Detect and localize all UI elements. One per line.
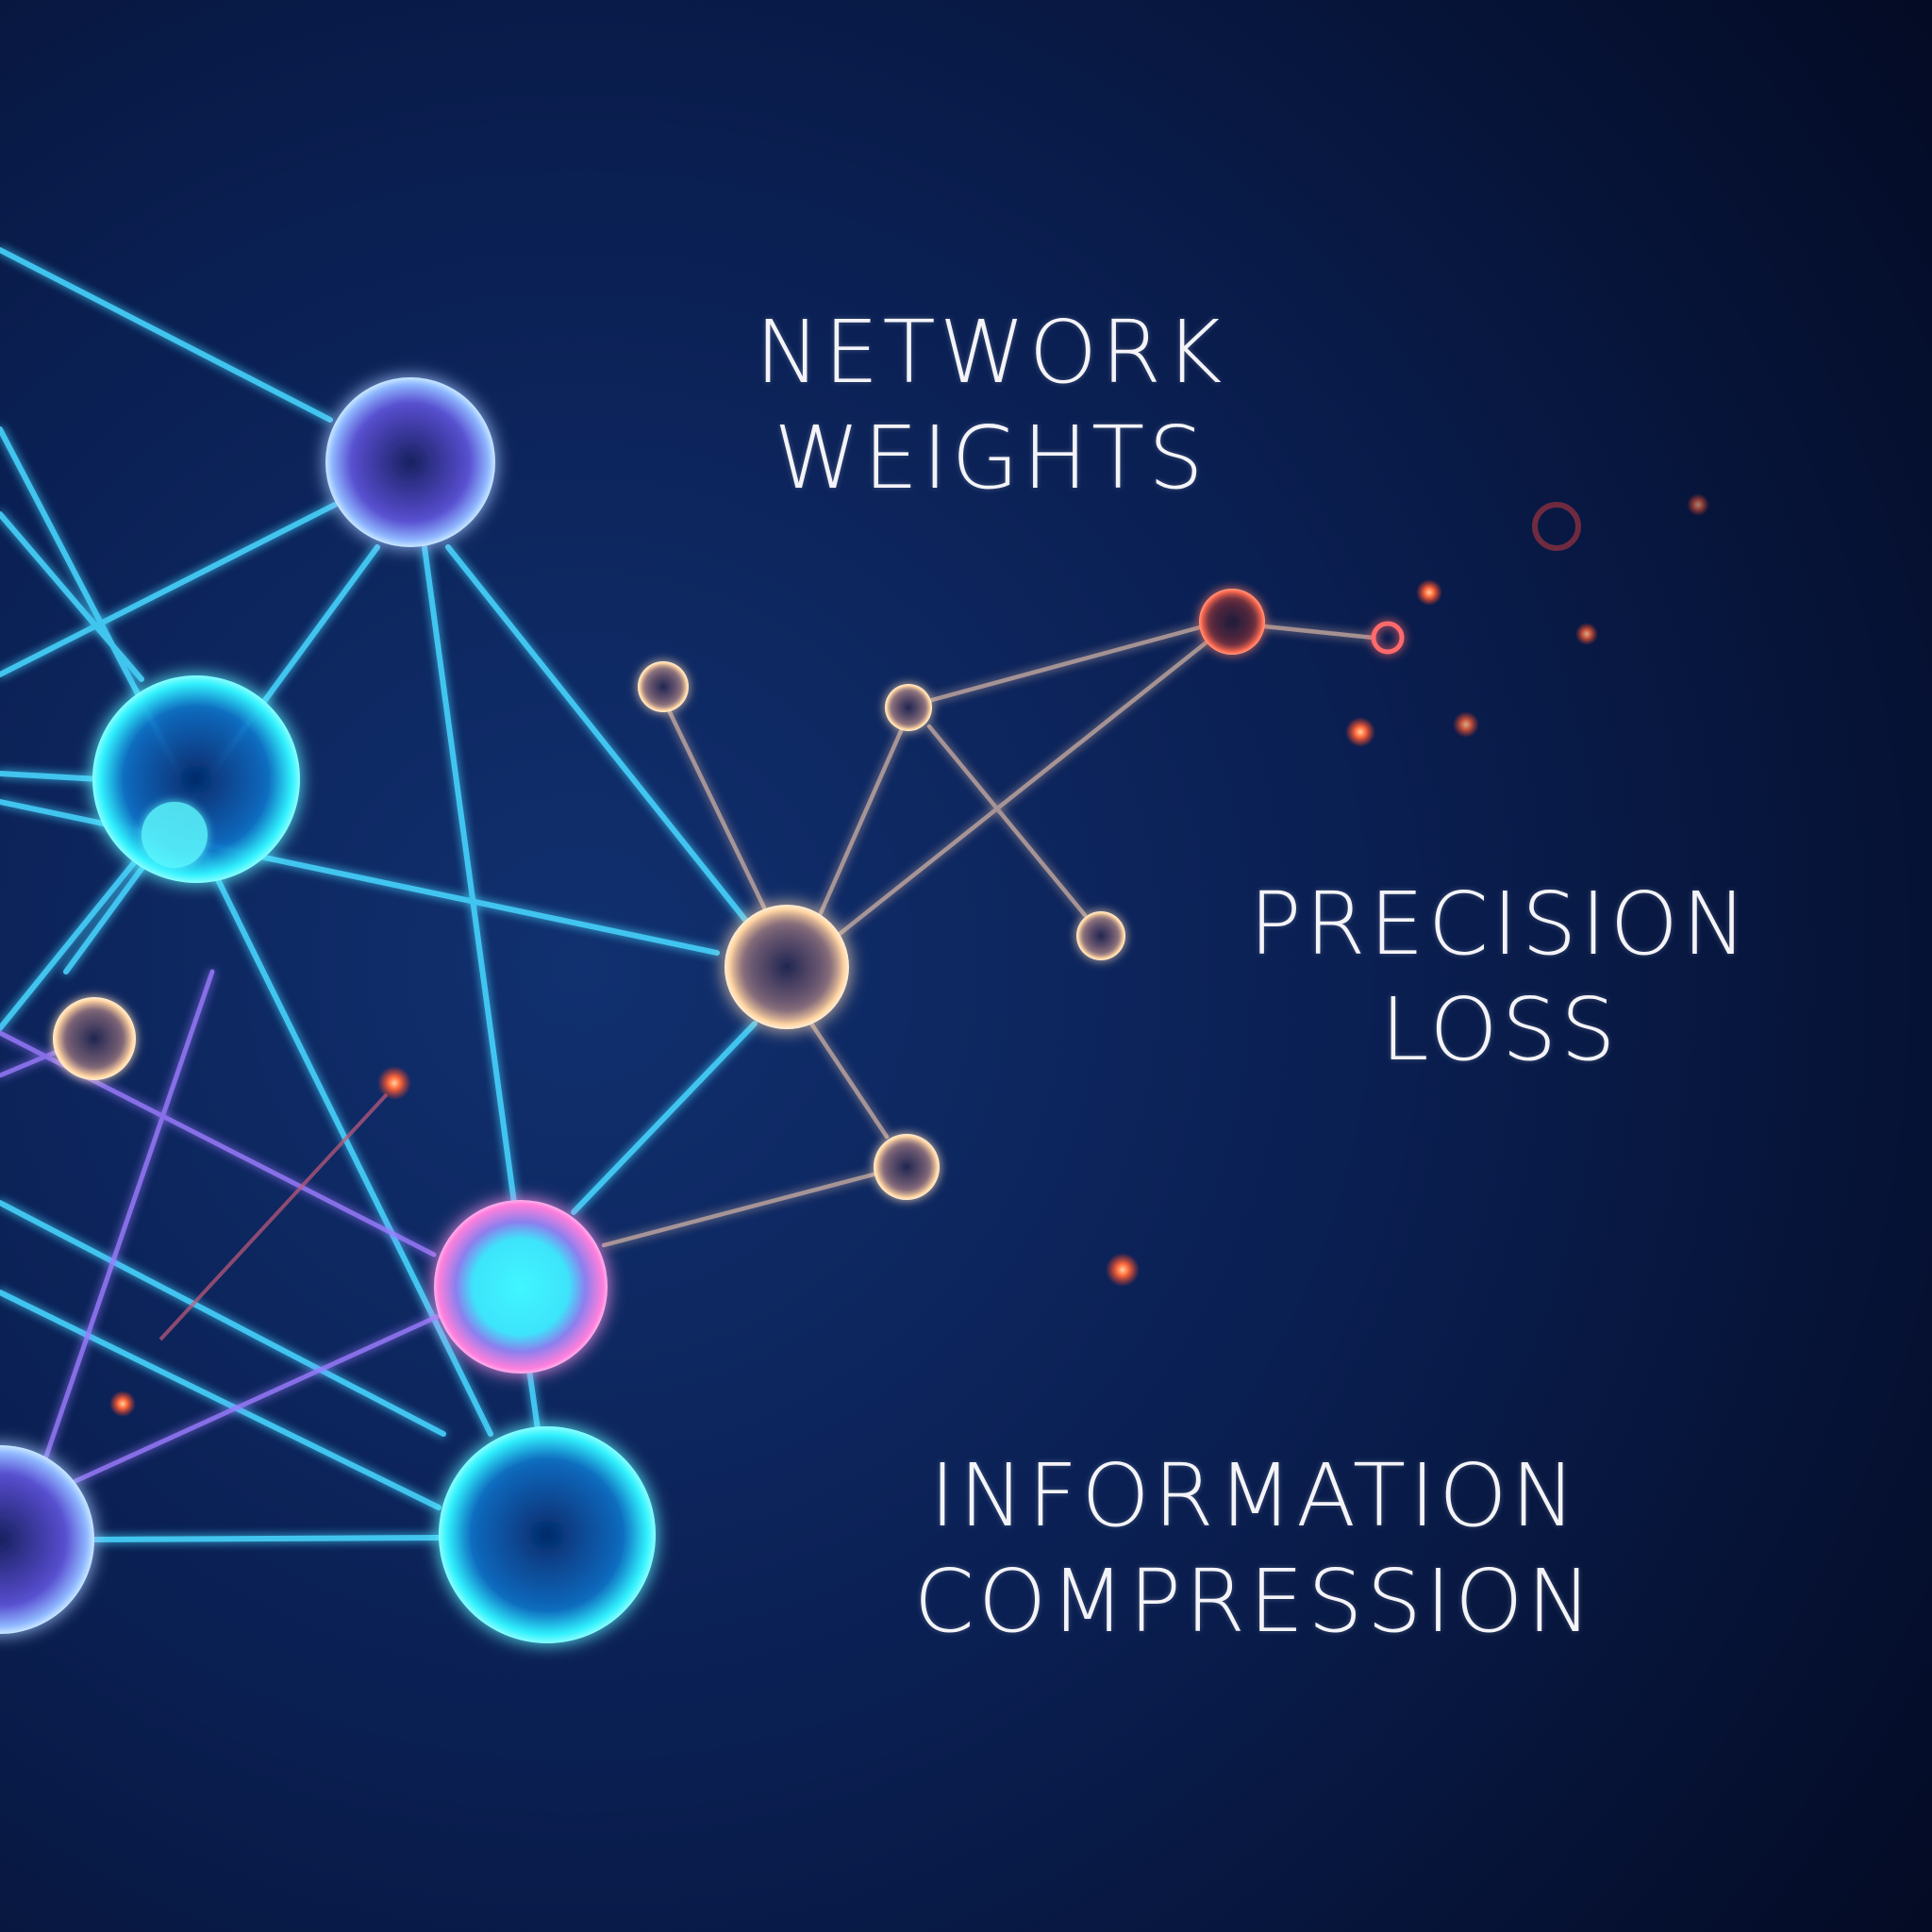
red-links [158,1092,389,1341]
node-amber-c [1076,911,1125,960]
node-amber-hub [724,905,849,1029]
node-red-ring [1371,621,1405,655]
label-information-compression: INFORMATION COMPRESSION [877,1443,1632,1655]
particle [1106,1253,1140,1287]
particle [109,1391,136,1417]
label-precision-loss: PRECISION LOSS [1217,872,1783,1083]
node-red-big [1199,589,1265,655]
node-amber-e [53,997,136,1080]
cyan-links [0,247,758,1542]
node-amber-a [638,661,689,712]
violet-links [0,969,441,1484]
node-violet-top [325,377,495,547]
label-precision-loss-line1: PRECISION [1249,874,1751,974]
large-nodes [0,377,849,1643]
node-pink-core [434,1200,608,1374]
node-cyan-left-inner [142,802,208,868]
label-network-weights: NETWORK WEIGHTS [726,300,1255,511]
node-red-faint [1532,502,1581,551]
particle [1687,493,1709,516]
label-network-weights-line2: WEIGHTS [774,408,1208,508]
particle [377,1066,411,1100]
particles [109,493,1709,1417]
particle [1575,623,1598,645]
label-information-compression-line1: INFORMATION [929,1445,1580,1546]
node-cyan-bottom [439,1426,656,1643]
label-network-weights-line1: NETWORK [755,302,1226,403]
node-amber-d [874,1134,940,1200]
node-amber-b [885,684,932,731]
label-information-compression-line2: COMPRESSION [913,1551,1596,1652]
label-precision-loss-line2: LOSS [1380,979,1620,1080]
amber-links [601,624,1376,1248]
particle [1453,711,1479,738]
particle [1416,579,1442,606]
node-violet-edge [0,1445,94,1634]
small-nodes [53,502,1581,1200]
particle [1345,717,1375,747]
